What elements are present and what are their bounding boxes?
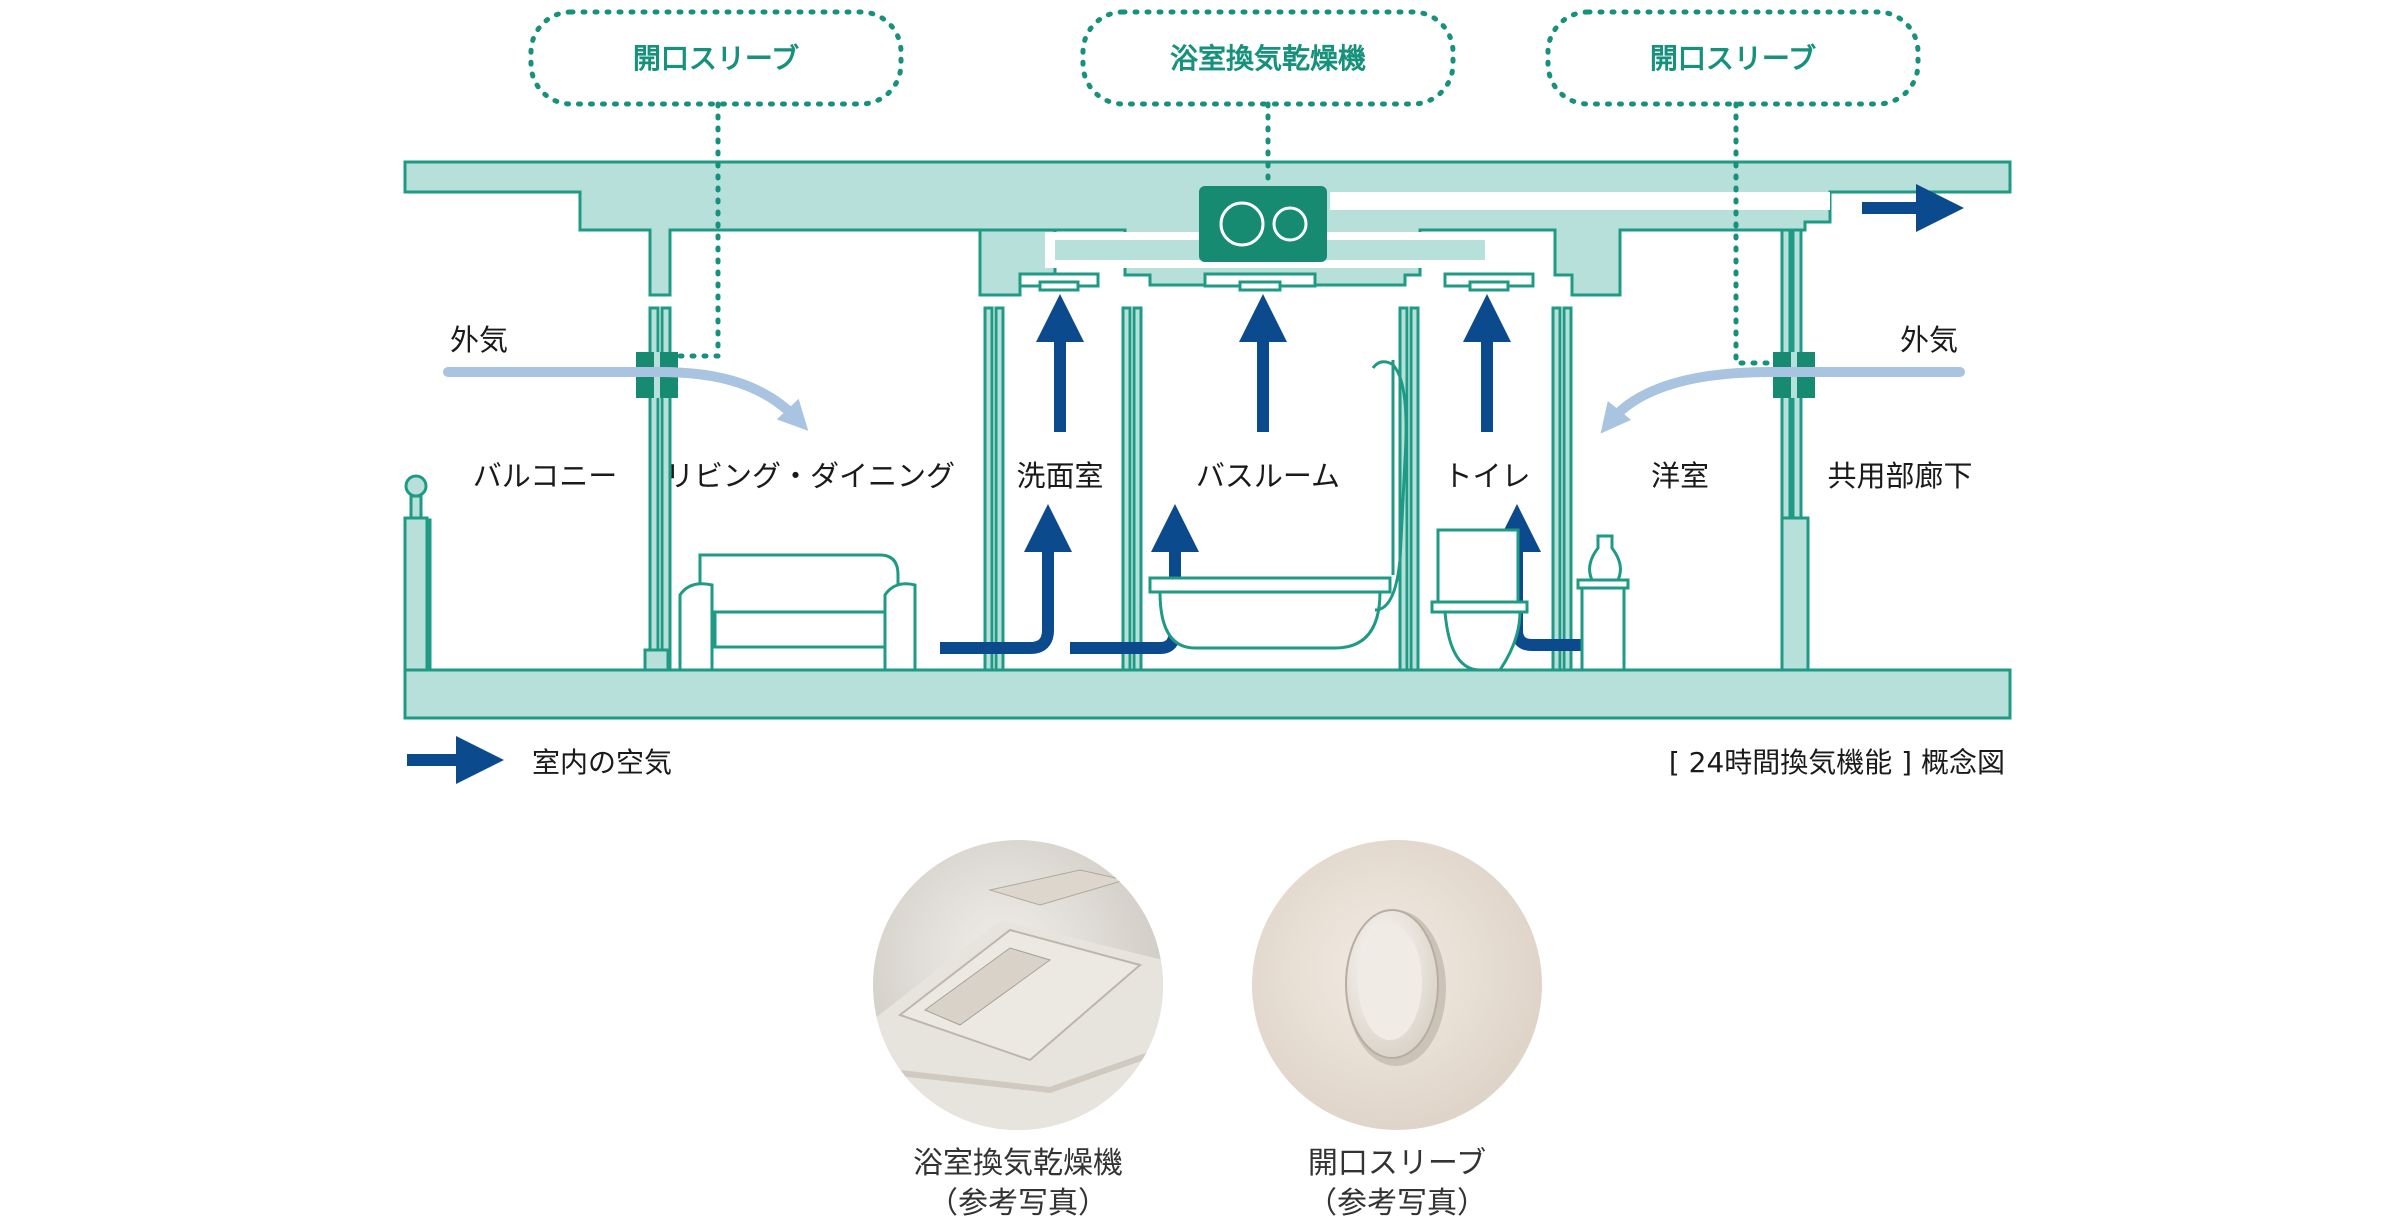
outside-air-flows: [443, 367, 1965, 434]
ceiling-grilles: [1018, 272, 1535, 292]
leader-right: [1733, 101, 1775, 366]
furniture: [678, 360, 1630, 672]
wall-pillar: [1132, 306, 1143, 672]
callout-label-left: 開口スリーブ: [633, 42, 799, 75]
callout-box-left: [528, 9, 904, 107]
legend-label-indoor-air: 室内の空気: [532, 746, 672, 779]
photo-caption-sleeve: 開口スリーブ: [1308, 1146, 1486, 1181]
vase-shelf-icon: [1576, 534, 1630, 672]
outside-air-label-left: 外気: [450, 323, 508, 357]
shower-icon: [1371, 360, 1408, 612]
photo-sleeve: [1252, 840, 1542, 1130]
room-label-living: リビング・ダイニング: [665, 459, 955, 493]
toilet-icon: [1430, 528, 1529, 672]
photo-caption-fan: 浴室換気乾燥機: [913, 1146, 1123, 1181]
callout-label-center: 浴室換気乾燥機: [1170, 42, 1366, 75]
photo-bath-fan: [873, 840, 1163, 1130]
wall-pillar: [994, 306, 1005, 672]
fan-unit-icon: [1199, 186, 1327, 262]
room-label-toilet: トイレ: [1443, 459, 1530, 493]
outside-air-label-right: 外気: [1900, 323, 1958, 357]
wall-pillar: [983, 306, 994, 672]
callout-box-right: [1545, 9, 1921, 107]
photo-note-fan: （参考写真）: [928, 1186, 1108, 1221]
indoor-arrow-wash-lower: [940, 504, 1072, 654]
room-label-western: 洋室: [1651, 459, 1709, 493]
callouts: [528, 9, 1921, 366]
room-label-corridor: 共用部廊下: [1827, 459, 1972, 493]
leader-left: [677, 101, 721, 359]
floor-slab: [403, 668, 2012, 720]
room-label-washroom: 洗面室: [1016, 459, 1103, 493]
outside-air-arrow-left: [443, 367, 809, 431]
diagram-note: [ 24時間換気機能 ] 概念図: [1669, 746, 2005, 779]
wall-pillar: [1409, 306, 1420, 672]
sofa-icon: [678, 553, 917, 672]
room-label-balcony: バルコニー: [473, 459, 617, 493]
callout-box-center: [1080, 9, 1456, 107]
balcony-rail: [403, 516, 429, 672]
balcony-rail-knob: [404, 474, 428, 498]
outside-air-arrow-right: [1600, 367, 1965, 434]
balcony-rail-post: [409, 494, 423, 520]
wall-pillar: [1562, 306, 1573, 672]
bathtub-icon: [1148, 576, 1392, 650]
wall-pillar: [1551, 306, 1562, 672]
room-label-bathroom: バスルーム: [1196, 459, 1340, 493]
photo-note-sleeve: （参考写真）: [1307, 1186, 1487, 1221]
wall-pillar: [1121, 306, 1132, 672]
callout-label-right: 開口スリーブ: [1650, 42, 1816, 75]
